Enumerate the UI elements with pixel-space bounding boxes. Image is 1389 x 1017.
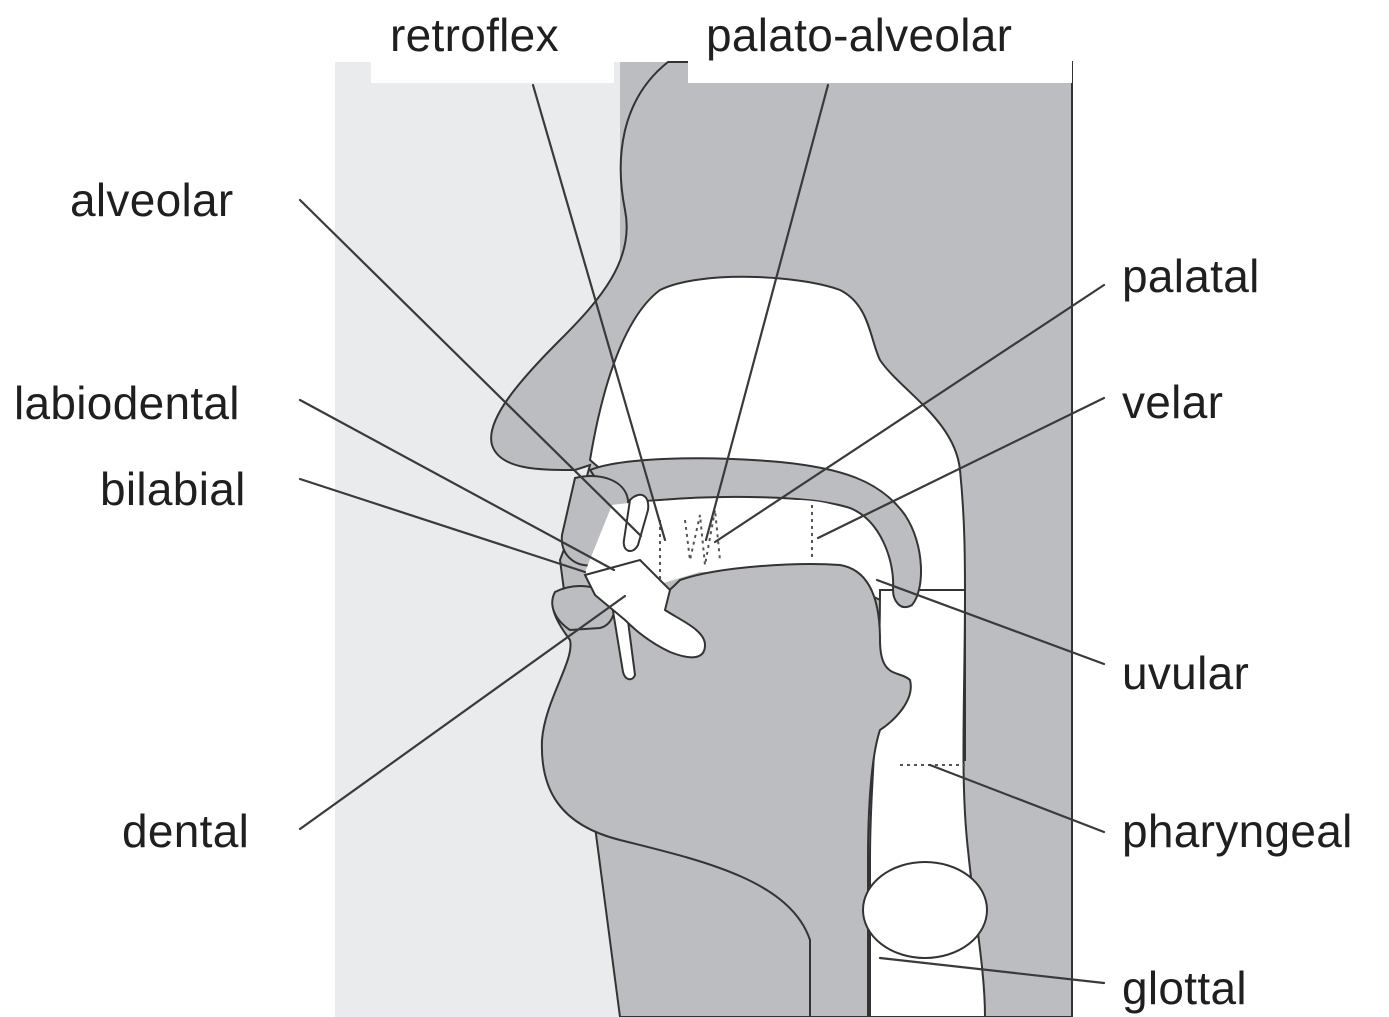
glottis	[863, 862, 987, 958]
label-palato-alveolar: palato-alveolar	[706, 12, 1012, 58]
label-bilabial: bilabial	[100, 466, 246, 512]
label-uvular: uvular	[1122, 650, 1249, 696]
label-velar: velar	[1122, 379, 1223, 425]
label-glottal: glottal	[1122, 965, 1247, 1011]
label-retroflex: retroflex	[390, 12, 559, 58]
label-pharyngeal: pharyngeal	[1122, 808, 1353, 854]
label-palatal: palatal	[1122, 253, 1260, 299]
label-labiodental: labiodental	[14, 380, 240, 426]
label-dental: dental	[122, 808, 249, 854]
label-alveolar: alveolar	[70, 177, 234, 223]
